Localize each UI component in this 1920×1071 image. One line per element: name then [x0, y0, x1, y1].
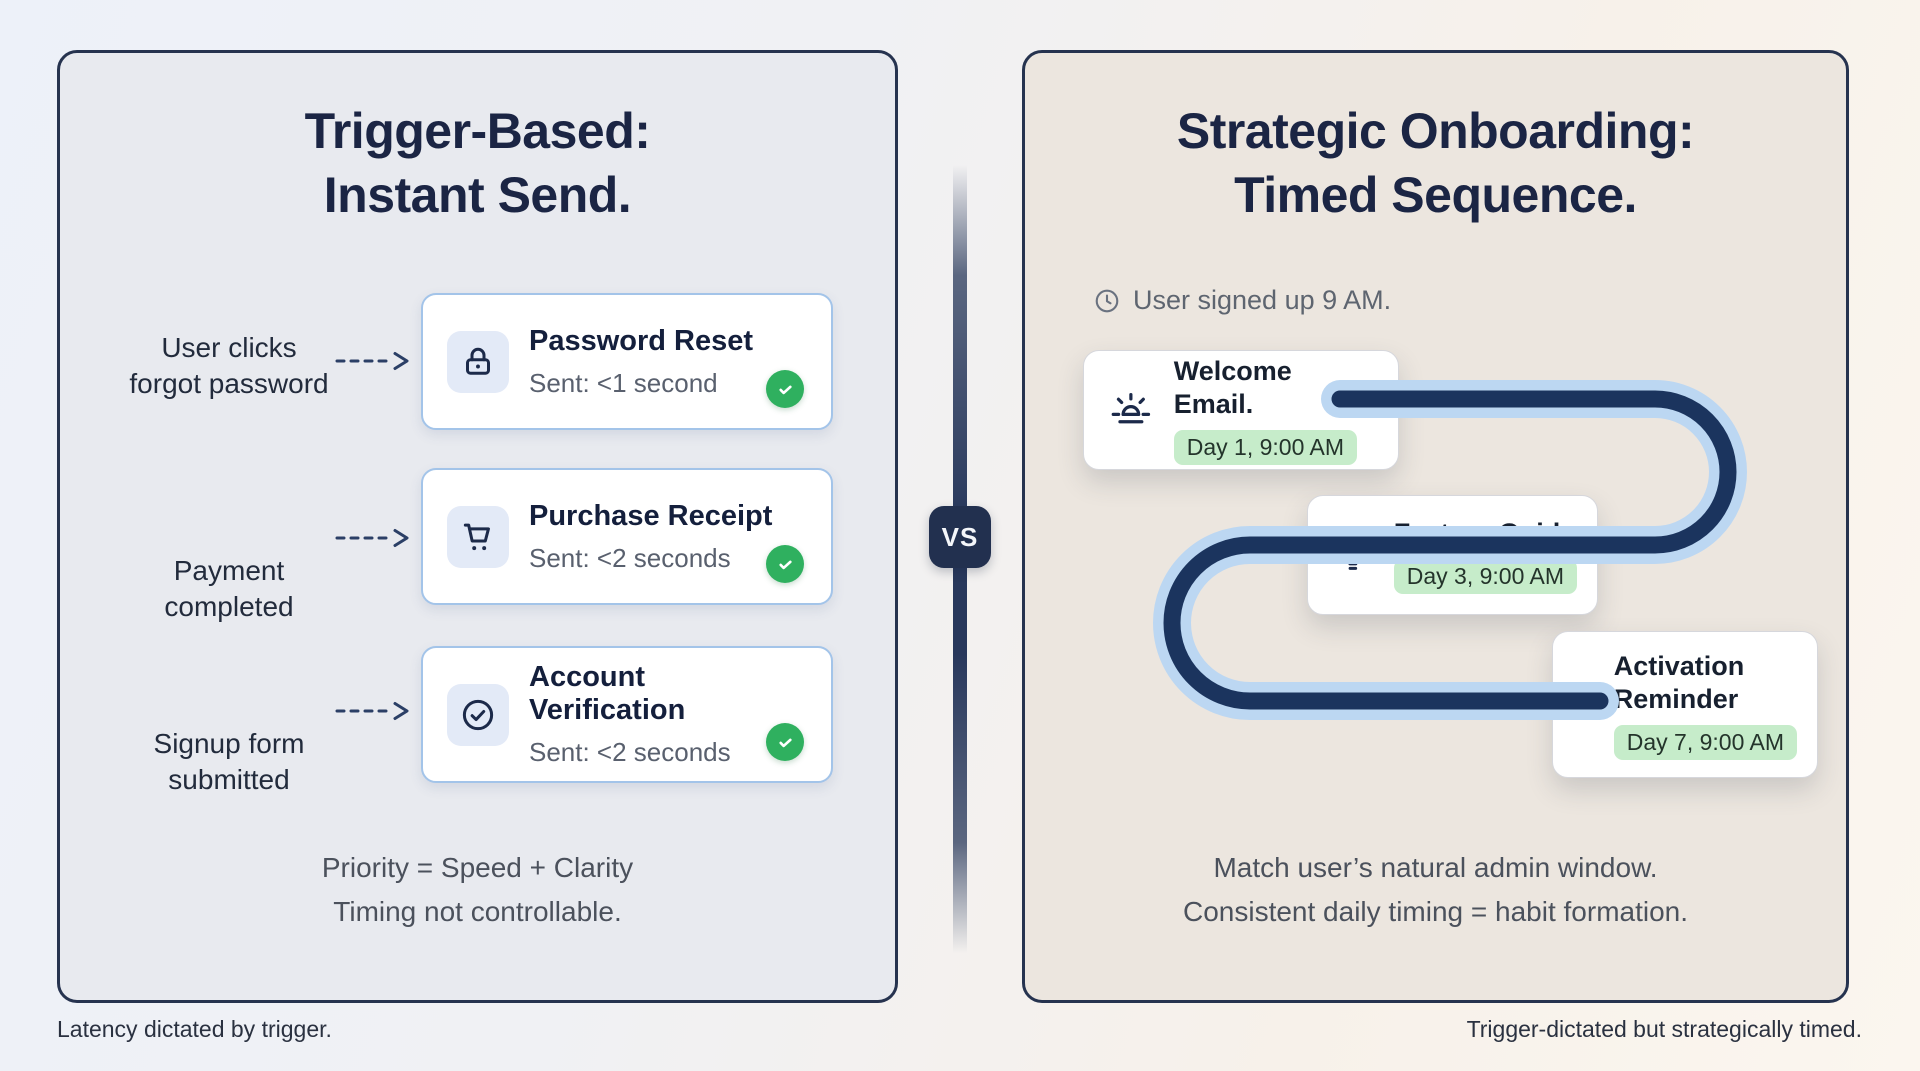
step-schedule-badge: Day 7, 9:00 AM: [1613, 724, 1797, 760]
dashed-arrow-icon: [335, 529, 409, 547]
right-panel-title-line2: Timed Sequence.: [1234, 167, 1637, 223]
signup-time-note: User signed up 9 AM.: [1093, 285, 1391, 316]
right-panel-title: Strategic Onboarding: Timed Sequence.: [1025, 99, 1846, 227]
step-title: Activation Reminder: [1613, 650, 1745, 714]
card-text: Purchase Receipt Sent: <2 seconds: [529, 500, 772, 574]
card-subtitle: Sent: <2 seconds: [529, 542, 731, 573]
step-text: Welcome Email. Day 1, 9:00 AM: [1173, 355, 1378, 465]
left-footer-note: Latency dictated by trigger.: [57, 1016, 332, 1042]
cart-icon: [447, 505, 509, 568]
card-text: Password Reset Sent: <1 second: [529, 325, 753, 399]
dashed-arrow-icon: [335, 702, 409, 720]
card-welcome-email: Welcome Email. Day 1, 9:00 AM: [1083, 350, 1399, 470]
right-footer-note: Trigger-dictated but strategically timed…: [1466, 1016, 1862, 1042]
lightbulb-icon: [1337, 536, 1369, 570]
card-password-reset: Password Reset Sent: <1 second: [421, 293, 833, 430]
left-panel-title-line2: Instant Send.: [323, 167, 632, 223]
card-activation-reminder: Activation Reminder Day 7, 9:00 AM: [1552, 631, 1818, 778]
card-subtitle: Sent: <1 second: [529, 367, 718, 398]
left-panel-title: Trigger-Based: Instant Send.: [60, 99, 895, 227]
right-panel-summary: Match user’s natural admin window. Consi…: [1182, 852, 1689, 927]
lock-icon: [447, 330, 509, 393]
check-icon: [766, 545, 804, 583]
step-title: Welcome Email.: [1173, 356, 1292, 419]
right-panel-title-line1: Strategic Onboarding:: [1176, 103, 1695, 159]
check-circle-icon: [447, 683, 509, 746]
trigger-label-signup: Signup form submitted: [153, 728, 305, 795]
step-text: Feature Guide Day 3, 9:00 AM: [1393, 517, 1577, 594]
card-subtitle: Sent: <2 seconds: [529, 737, 731, 767]
panel-strategic-onboarding: Strategic Onboarding: Timed Sequence. Us…: [1022, 50, 1849, 1003]
check-icon: [766, 370, 804, 408]
card-account-verification: Account Verification Sent: <2 seconds: [421, 646, 833, 783]
step-schedule-badge: Day 1, 9:00 AM: [1173, 430, 1358, 465]
card-purchase-receipt: Purchase Receipt Sent: <2 seconds: [421, 468, 833, 605]
card-title: Purchase Receipt: [529, 499, 773, 532]
panel-trigger-based: Trigger-Based: Instant Send. User clicks…: [57, 50, 898, 1003]
trigger-label-payment: Payment completed: [164, 555, 294, 622]
step-text: Activation Reminder Day 7, 9:00 AM: [1613, 650, 1797, 760]
bell-icon: [1578, 695, 1593, 712]
clock-icon: [1095, 289, 1119, 312]
card-title: Password Reset: [529, 324, 754, 357]
left-panel-summary: Priority = Speed + Clarity Timing not co…: [321, 852, 634, 927]
vs-badge: VS: [929, 506, 991, 568]
card-text: Account Verification Sent: <2 seconds: [529, 661, 807, 768]
sunrise-icon: [1111, 392, 1151, 424]
card-title: Account Verification: [529, 661, 686, 726]
card-feature-guide: Feature Guide Day 3, 9:00 AM: [1307, 495, 1598, 615]
signup-note-text: User signed up 9 AM.: [1133, 285, 1392, 315]
step-title: Feature Guide: [1393, 517, 1576, 548]
step-schedule-badge: Day 3, 9:00 AM: [1393, 558, 1577, 594]
dashed-arrow-icon: [335, 352, 409, 370]
left-panel-title-line1: Trigger-Based:: [304, 103, 651, 159]
trigger-label-password: User clicks forgot password: [129, 332, 329, 399]
check-icon: [766, 723, 804, 761]
